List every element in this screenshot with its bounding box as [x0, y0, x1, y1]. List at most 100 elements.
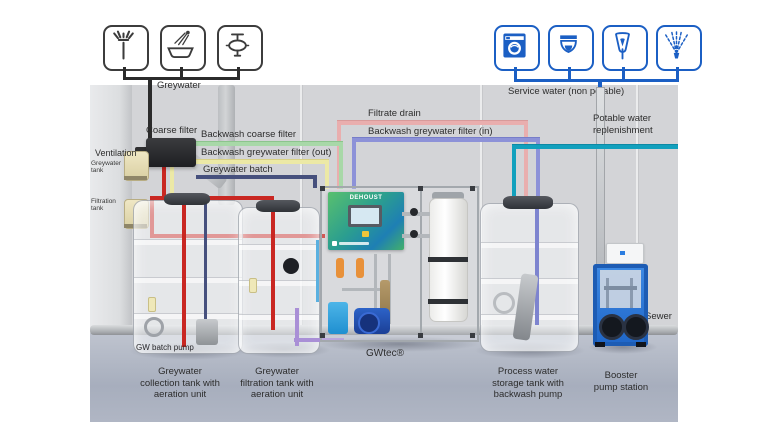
transfer-pipe-in-tank [271, 200, 275, 330]
greywater-filtration-tank [238, 200, 320, 354]
sewer-label: Sewer [645, 311, 672, 322]
screen-content [351, 208, 379, 224]
service-drop-pipe [622, 67, 625, 80]
storage-tank-label: Process water storage tank with backwash… [492, 366, 564, 401]
service-drop-pipe [676, 67, 679, 80]
coarse-filter [146, 138, 196, 167]
ventilation-greywater-tank-label: Greywater tank [91, 160, 121, 175]
irrigation-sprinkler-icon [656, 25, 702, 71]
feed-pump [354, 308, 390, 334]
filtrate-drain-label: Filtrate drain [368, 108, 421, 119]
tank-rib [239, 244, 319, 250]
collection-tank-label: Greywater collection tank with aeration … [140, 366, 220, 401]
filtration-tank-label: Greywater filtration tank with aeration … [240, 366, 314, 401]
booster-pipe [604, 286, 637, 290]
warning-sign [362, 231, 369, 237]
frame-joint [320, 333, 325, 338]
frame-joint [418, 186, 423, 191]
touchscreen [348, 205, 382, 227]
aeration-disc [144, 317, 164, 337]
control-panel: DEHOUST [328, 192, 404, 250]
greywater-inlet-in-tank [182, 197, 186, 347]
source-drop-pipe [180, 67, 183, 78]
panel-brand: DEHOUST [349, 195, 383, 201]
greywater-feed-pipe [162, 165, 166, 199]
backwash-in-label: Backwash greywater filter (in) [368, 126, 493, 137]
booster-label: Booster pump station [593, 370, 649, 393]
booster-pipe [606, 278, 609, 308]
unit-side-pipe [316, 240, 319, 302]
bronze-pipe [380, 280, 390, 322]
ventilation-label: Ventilation [95, 148, 137, 158]
tank-lid [164, 193, 210, 205]
service-water-label: Service water (non potable) [508, 86, 625, 97]
suction-to-gwtec [294, 338, 344, 342]
booster-window [600, 270, 641, 308]
booster-pipe [630, 278, 633, 308]
tank-rib [134, 313, 242, 319]
process-water-storage-tank [480, 200, 579, 352]
valve-knob [410, 230, 418, 238]
service-riser-top [598, 79, 602, 87]
tank-lid [503, 196, 553, 209]
membrane-filter [428, 198, 468, 322]
gwtec-unit: DEHOUST [320, 186, 479, 342]
tank-rib [481, 242, 578, 248]
service-header-pipe [514, 79, 679, 82]
source-drop-pipe [237, 67, 240, 78]
dosing-sensor [356, 258, 364, 278]
booster-pump-motor [599, 314, 625, 340]
greywater-batch-pipe [313, 175, 317, 188]
greywater-batch-label: Greywater batch [203, 164, 273, 175]
greywater-down-pipe [148, 77, 152, 140]
greywater-label: Greywater [157, 80, 201, 91]
gw-batch-pump [196, 319, 218, 345]
internal-pipe [342, 288, 391, 291]
filter-clamp [428, 257, 468, 262]
frame-joint [470, 186, 475, 191]
frame-joint [320, 186, 325, 191]
frame-joint [470, 333, 475, 338]
valve-knob [410, 208, 418, 216]
greywater-batch-pipe [196, 175, 316, 179]
panel-logo-text [339, 242, 369, 245]
filtrate-drain-pipe [337, 120, 528, 125]
backwash-in-pipe [536, 137, 540, 201]
shower-icon [103, 25, 149, 71]
tank-rib [134, 277, 242, 283]
service-drop-pipe [568, 67, 571, 80]
backwash-in-pipe [352, 137, 356, 189]
tank-rib [239, 280, 319, 286]
filter-top-cap [432, 192, 464, 200]
panel-logo [332, 241, 337, 246]
batch-suction-pipe [204, 197, 207, 319]
filtrate-drain-pipe [524, 120, 528, 201]
service-drop-pipe [514, 67, 517, 80]
dosing-sensor [336, 258, 344, 278]
suction-to-gwtec [295, 308, 299, 346]
gw-batch-pump-label: GW batch pump [136, 343, 194, 352]
booster-foot [595, 342, 605, 347]
washing-machine-icon [494, 25, 540, 71]
ventilation-filtration-tank-label: Filtration tank [91, 198, 116, 213]
backwash-coarse-label: Backwash coarse filter [201, 129, 297, 140]
frame-post [420, 188, 422, 336]
potable-water-pipe [512, 144, 678, 149]
backwash-coarse-pipe [184, 141, 343, 146]
float-switch [283, 258, 299, 274]
source-header-pipe [123, 77, 240, 80]
source-drop-pipe [123, 67, 126, 78]
gwtec-label: GWtec® [366, 348, 404, 359]
booster-pump-motor [623, 314, 649, 340]
tank-rib [134, 239, 242, 245]
booster-foot [636, 342, 646, 347]
backwash-out-label: Backwash greywater filter (out) [201, 147, 332, 158]
filter-clamp [428, 299, 468, 304]
greywater-feed-pipe [150, 196, 274, 200]
urinal-icon [548, 25, 594, 71]
tank-lid [256, 200, 300, 212]
greywater-collection-tank [133, 197, 243, 354]
vent-base [124, 176, 147, 180]
bathtub-icon [160, 25, 206, 71]
